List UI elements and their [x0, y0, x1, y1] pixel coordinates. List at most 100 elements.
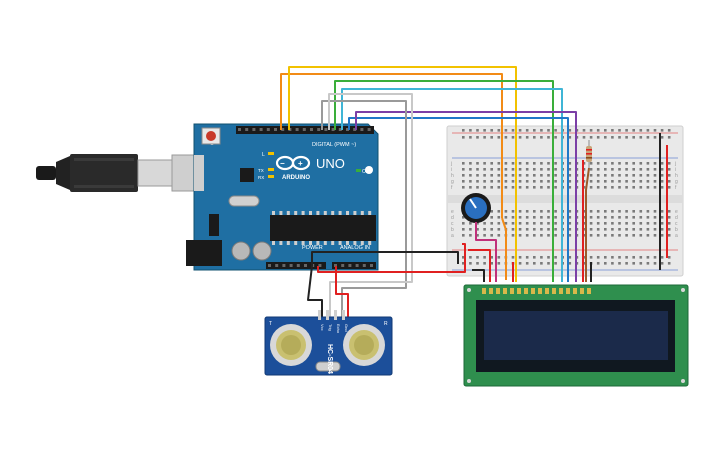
- breadboard-hole[interactable]: [660, 216, 664, 219]
- breadboard-hole[interactable]: [497, 256, 501, 259]
- breadboard-hole[interactable]: [632, 136, 635, 139]
- header-pin[interactable]: [268, 264, 271, 267]
- breadboard-hole[interactable]: [504, 210, 508, 213]
- breadboard-hole[interactable]: [511, 136, 515, 139]
- breadboard-hole[interactable]: [490, 234, 493, 237]
- breadboard-hole[interactable]: [518, 234, 522, 237]
- breadboard-hole[interactable]: [547, 180, 550, 183]
- breadboard-hole[interactable]: [511, 168, 515, 171]
- breadboard-hole[interactable]: [589, 234, 593, 237]
- breadboard-hole[interactable]: [568, 216, 572, 219]
- breadboard-hole[interactable]: [533, 262, 536, 265]
- breadboard-hole[interactable]: [540, 262, 543, 265]
- breadboard-hole[interactable]: [462, 180, 465, 183]
- breadboard-hole[interactable]: [646, 228, 650, 231]
- breadboard-hole[interactable]: [511, 210, 515, 213]
- breadboard-hole[interactable]: [469, 136, 472, 139]
- breadboard-hole[interactable]: [540, 186, 543, 189]
- breadboard-hole[interactable]: [611, 186, 614, 189]
- breadboard-hole[interactable]: [667, 162, 671, 165]
- breadboard-hole[interactable]: [589, 256, 593, 259]
- header-pin[interactable]: [274, 128, 277, 131]
- breadboard-hole[interactable]: [490, 256, 493, 259]
- lcd-pin[interactable]: [517, 288, 521, 294]
- breadboard-hole[interactable]: [589, 174, 593, 177]
- breadboard-hole[interactable]: [596, 162, 600, 165]
- breadboard-hole[interactable]: [604, 256, 607, 259]
- breadboard-hole[interactable]: [462, 129, 465, 132]
- header-pin[interactable]: [362, 264, 366, 267]
- breadboard-hole[interactable]: [469, 168, 472, 171]
- breadboard-hole[interactable]: [625, 168, 628, 171]
- breadboard-hole[interactable]: [653, 222, 657, 225]
- breadboard-hole[interactable]: [589, 136, 593, 139]
- breadboard-hole[interactable]: [547, 162, 550, 165]
- breadboard-hole[interactable]: [589, 168, 593, 171]
- breadboard-hole[interactable]: [660, 234, 664, 237]
- breadboard-hole[interactable]: [533, 186, 536, 189]
- breadboard-hole[interactable]: [476, 162, 479, 165]
- breadboard-hole[interactable]: [604, 180, 607, 183]
- header-pin[interactable]: [289, 264, 293, 267]
- breadboard-hole[interactable]: [618, 210, 621, 213]
- analog-header[interactable]: [332, 262, 376, 269]
- breadboard-hole[interactable]: [646, 216, 650, 219]
- breadboard-hole[interactable]: [525, 180, 529, 183]
- breadboard-hole[interactable]: [504, 129, 508, 132]
- breadboard-hole[interactable]: [476, 262, 479, 265]
- breadboard-hole[interactable]: [533, 168, 536, 171]
- breadboard-hole[interactable]: [525, 222, 529, 225]
- sensor-pin[interactable]: [318, 310, 321, 320]
- breadboard-hole[interactable]: [462, 162, 465, 165]
- breadboard-hole[interactable]: [653, 162, 657, 165]
- breadboard-hole[interactable]: [497, 186, 501, 189]
- breadboard-hole[interactable]: [554, 129, 557, 132]
- breadboard-hole[interactable]: [618, 180, 621, 183]
- breadboard-hole[interactable]: [518, 168, 522, 171]
- breadboard-hole[interactable]: [525, 162, 529, 165]
- breadboard-hole[interactable]: [469, 186, 472, 189]
- breadboard-hole[interactable]: [667, 256, 671, 259]
- breadboard-hole[interactable]: [518, 222, 522, 225]
- breadboard-hole[interactable]: [653, 129, 657, 132]
- breadboard-hole[interactable]: [632, 216, 635, 219]
- header-pin[interactable]: [275, 264, 279, 267]
- breadboard-hole[interactable]: [589, 228, 593, 231]
- header-pin[interactable]: [281, 128, 285, 131]
- header-pin[interactable]: [259, 128, 263, 131]
- breadboard-hole[interactable]: [639, 180, 643, 183]
- breadboard-hole[interactable]: [618, 162, 621, 165]
- breadboard-hole[interactable]: [596, 168, 600, 171]
- breadboard-hole[interactable]: [596, 222, 600, 225]
- breadboard-hole[interactable]: [540, 168, 543, 171]
- breadboard-hole[interactable]: [554, 168, 557, 171]
- breadboard-hole[interactable]: [525, 168, 529, 171]
- breadboard-hole[interactable]: [667, 186, 671, 189]
- header-pin[interactable]: [370, 264, 373, 267]
- header-pin[interactable]: [304, 264, 307, 267]
- breadboard-hole[interactable]: [625, 210, 628, 213]
- breadboard-hole[interactable]: [504, 180, 508, 183]
- breadboard-hole[interactable]: [667, 234, 671, 237]
- breadboard-hole[interactable]: [504, 162, 508, 165]
- breadboard-hole[interactable]: [540, 129, 543, 132]
- breadboard-hole[interactable]: [667, 129, 671, 132]
- breadboard-hole[interactable]: [554, 216, 557, 219]
- breadboard-hole[interactable]: [604, 168, 607, 171]
- header-pin[interactable]: [331, 128, 335, 131]
- header-pin[interactable]: [346, 128, 349, 131]
- breadboard-hole[interactable]: [533, 174, 536, 177]
- breadboard-hole[interactable]: [540, 234, 543, 237]
- breadboard-hole[interactable]: [568, 180, 572, 183]
- breadboard-hole[interactable]: [469, 228, 472, 231]
- breadboard-hole[interactable]: [653, 186, 657, 189]
- breadboard-hole[interactable]: [653, 168, 657, 171]
- breadboard-hole[interactable]: [525, 256, 529, 259]
- breadboard-hole[interactable]: [660, 222, 664, 225]
- breadboard-hole[interactable]: [483, 136, 486, 139]
- breadboard-hole[interactable]: [618, 256, 621, 259]
- breadboard-hole[interactable]: [490, 186, 493, 189]
- header-pin[interactable]: [238, 128, 241, 131]
- breadboard-hole[interactable]: [533, 136, 536, 139]
- breadboard-hole[interactable]: [632, 180, 635, 183]
